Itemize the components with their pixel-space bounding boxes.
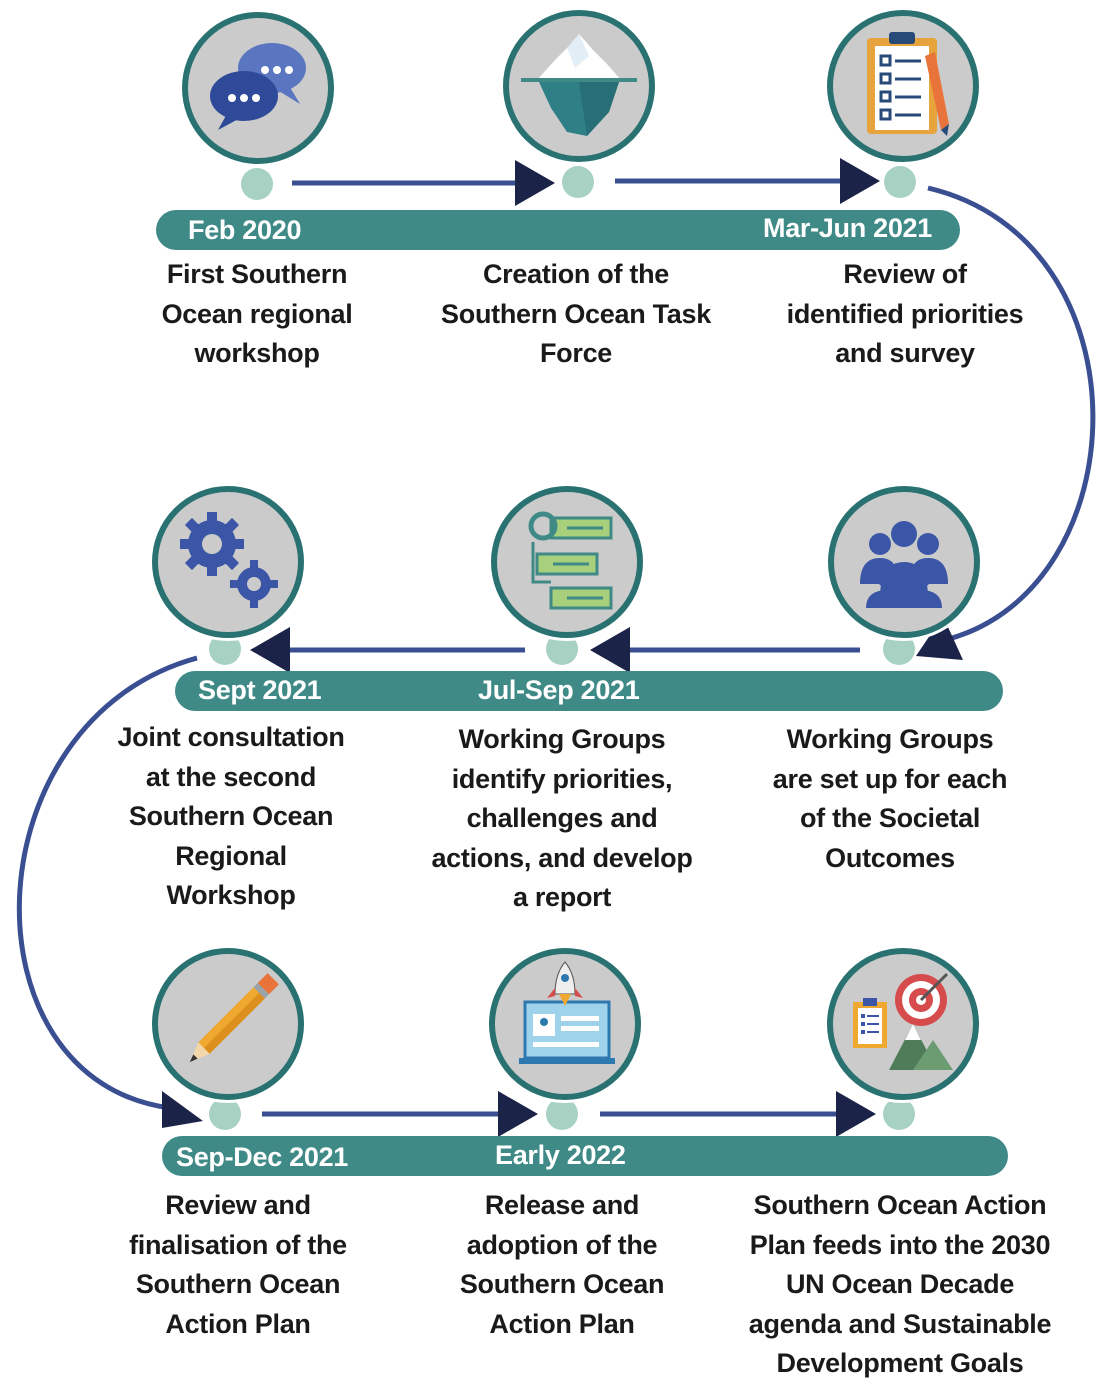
step-icon-circle	[828, 486, 980, 638]
step-caption: Southern Ocean Action Plan feeds into th…	[748, 1190, 1052, 1378]
step-icon-circle	[827, 948, 979, 1100]
arrow-curve-right	[927, 185, 1096, 643]
iceberg-icon	[521, 34, 637, 136]
step-caption: Working Groups identify priorities, chal…	[431, 724, 693, 912]
timeline-dot	[546, 633, 578, 665]
step-icon-circle	[152, 948, 304, 1100]
timeline-bar-row2	[175, 671, 1003, 711]
speech-bubbles-icon	[210, 43, 306, 130]
timeline-dot	[546, 1098, 578, 1130]
group-people-icon	[860, 521, 948, 608]
date-label-early-2022: Early 2022	[495, 1140, 626, 1170]
timeline-dot	[884, 166, 916, 198]
step-icon-circle	[503, 10, 655, 162]
date-label-sept-2021: Sept 2021	[198, 675, 322, 705]
arrow-head	[515, 160, 555, 206]
timeline-dot	[562, 166, 594, 198]
arrow-head	[590, 627, 630, 673]
timeline-dot	[883, 1098, 915, 1130]
date-label-mar-jun-2021: Mar-Jun 2021	[763, 213, 932, 243]
arrow-head	[840, 158, 880, 204]
date-label-sep-dec-2021: Sep-Dec 2021	[176, 1142, 349, 1172]
arrow-head	[498, 1091, 538, 1137]
date-label-feb-2020: Feb 2020	[188, 215, 302, 245]
pencil-icon	[189, 973, 279, 1063]
step-icon-circle	[491, 486, 643, 638]
checklist-clipboard-icon	[867, 32, 949, 136]
arrow-head	[916, 616, 963, 660]
step-caption: Working Groups are set up for each of th…	[772, 724, 1008, 873]
timeline-bar-row3	[162, 1136, 1008, 1176]
arrow-head	[836, 1091, 876, 1137]
step-icon-circle	[827, 10, 979, 162]
timeline-bar-row1	[156, 210, 960, 250]
arrow-head	[162, 1091, 203, 1128]
step-caption: First Southern Ocean regional workshop	[161, 259, 353, 368]
step-caption: Review and finalisation of the Southern …	[129, 1190, 347, 1339]
timeline-dot	[209, 633, 241, 665]
step-icon-circle	[489, 948, 641, 1100]
step-caption: Joint consultation at the second Souther…	[117, 722, 345, 910]
process-steps-icon	[528, 511, 613, 610]
step-caption: Review of identified priorities and surv…	[786, 259, 1024, 368]
gears-icon	[180, 512, 278, 608]
arrow-head	[250, 627, 290, 673]
timeline-dot	[883, 633, 915, 665]
timeline-dot	[209, 1098, 241, 1130]
step-caption: Release and adoption of the Southern Oce…	[459, 1190, 665, 1339]
step-icon-circle	[182, 12, 334, 164]
date-label-jul-sep-2021: Jul-Sep 2021	[478, 675, 640, 705]
step-caption: Creation of the Southern Ocean Task Forc…	[441, 259, 711, 368]
rocket-launch-icon	[519, 961, 615, 1064]
step-icon-circle	[152, 486, 304, 638]
timeline-dot	[241, 168, 273, 200]
target-goals-icon	[853, 972, 953, 1070]
arrow-curve-left	[16, 655, 198, 1111]
